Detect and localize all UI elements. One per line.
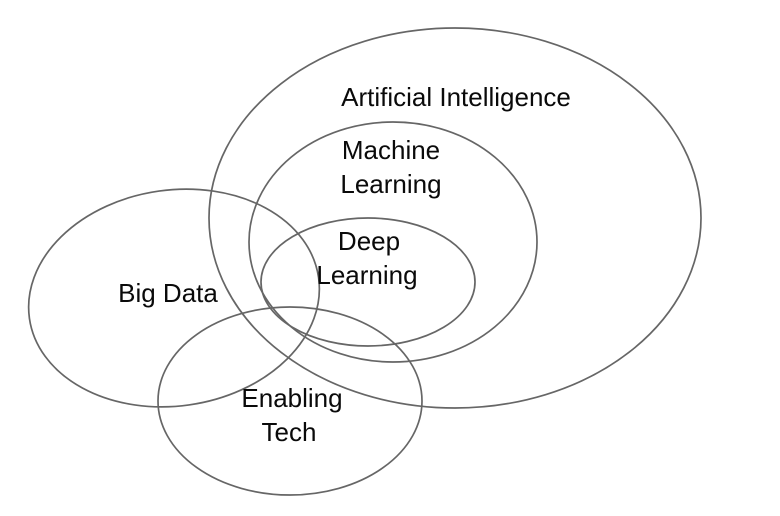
artificial-intelligence-label: Artificial Intelligence: [341, 82, 571, 112]
artificial-intelligence-ellipse: [208, 27, 702, 409]
deep-learning-label-line2: Learning: [316, 260, 417, 290]
enabling-tech-label-line1: Enabling: [241, 383, 342, 413]
machine-learning-label-line1: Machine: [342, 135, 440, 165]
big-data-ellipse: [27, 188, 321, 408]
deep-learning-outline: [260, 217, 476, 347]
enabling-tech-label-line2: Tech: [262, 417, 317, 447]
machine-learning-outline: [248, 121, 538, 363]
deep-learning-label-line1: Deep: [338, 226, 400, 256]
machine-learning-label-line2: Learning: [340, 169, 441, 199]
enabling-tech-ellipse: [157, 306, 423, 496]
big-data-label: Big Data: [118, 278, 218, 308]
